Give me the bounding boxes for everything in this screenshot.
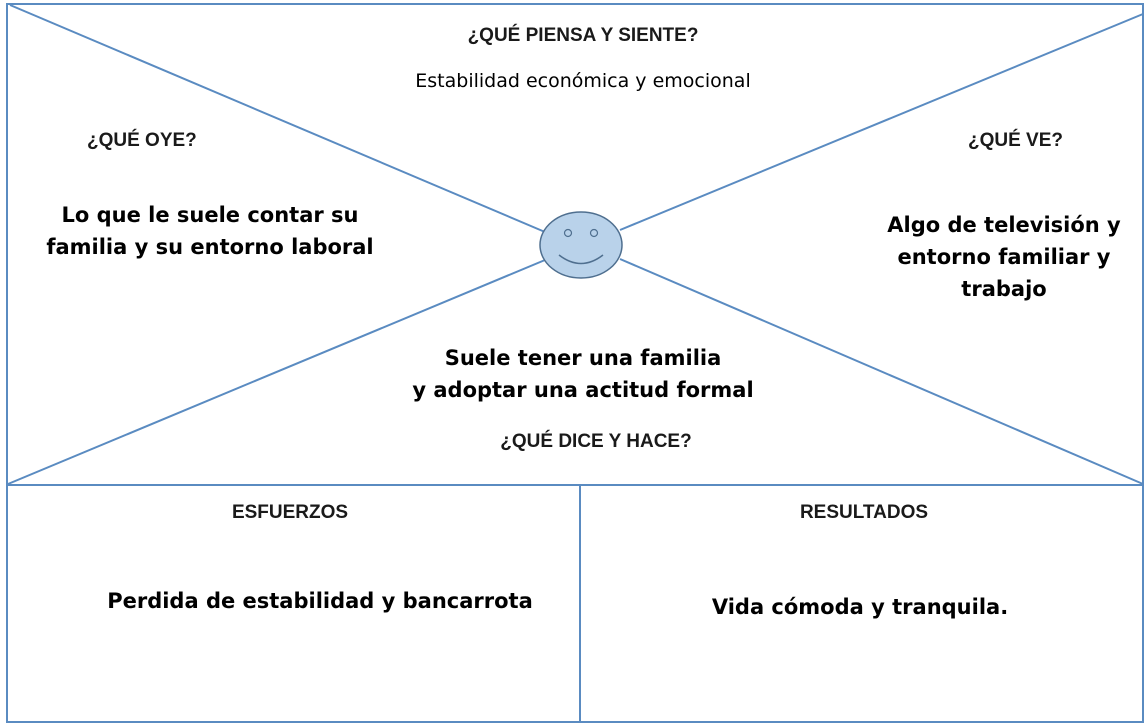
diagonal-bottom-left bbox=[7, 259, 546, 485]
sees-line-3: trabajo bbox=[961, 277, 1047, 301]
says-does-title: ¿QUÉ DICE Y HACE? bbox=[500, 431, 692, 452]
sees-text: Algo de televisión y entorno familiar y … bbox=[870, 209, 1138, 305]
hears-line-2: familia y su entorno laboral bbox=[46, 235, 374, 259]
sees-line-2: entorno familiar y bbox=[897, 245, 1111, 269]
says-does-line-1: Suele tener una familia bbox=[444, 346, 722, 370]
says-does-line-2: y adoptar una actitud formal bbox=[412, 378, 754, 402]
sees-title: ¿QUÉ VE? bbox=[968, 130, 1064, 151]
smiley-face-icon bbox=[539, 211, 623, 279]
results-text: Vida cómoda y tranquila. bbox=[711, 595, 1009, 619]
sees-line-1: Algo de televisión y bbox=[887, 213, 1121, 237]
thinks-feels-text: Estabilidad económica y emocional bbox=[415, 70, 751, 92]
efforts-text: Perdida de estabilidad y bancarrota bbox=[107, 589, 533, 613]
thinks-feels-title: ¿QUÉ PIENSA Y SIENTE? bbox=[467, 25, 699, 46]
hears-title: ¿QUÉ OYE? bbox=[87, 130, 197, 151]
diagonal-top-right bbox=[619, 13, 1144, 231]
hears-line-1: Lo que le suele contar su bbox=[61, 203, 359, 227]
says-does-text: Suele tener una familia y adoptar una ac… bbox=[383, 342, 783, 406]
efforts-title: ESFUERZOS bbox=[231, 502, 349, 523]
results-title: RESULTADOS bbox=[799, 502, 929, 523]
diagonal-top-left bbox=[9, 4, 546, 233]
diagonal-bottom-right bbox=[619, 258, 1144, 485]
hears-text: Lo que le suele contar su familia y su e… bbox=[20, 199, 400, 263]
outer-border bbox=[6, 3, 1144, 723]
